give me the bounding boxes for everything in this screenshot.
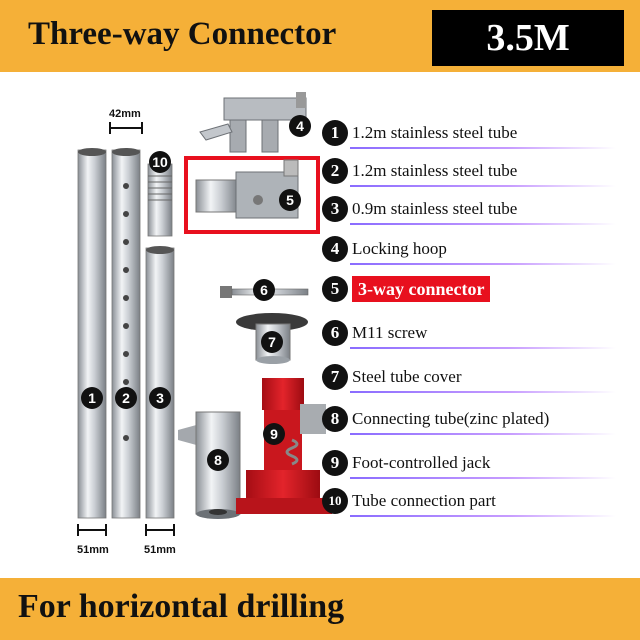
legend-label: 1.2m stainless steel tube [352,123,518,142]
three-way-connector [195,159,299,219]
legend-item-10: 10 Tube connection part [322,488,622,518]
legend-label: Tube connection part [352,491,496,510]
legend-label: Locking hoop [352,239,447,258]
steel-tube-cover [236,313,308,364]
badge-6: 6 [260,282,268,298]
legend-item-5: 5 3-way connector [322,276,622,306]
badge-5: 5 [286,192,294,208]
legend-underline [350,185,616,187]
legend-underline [350,477,616,479]
footer-caption: For horizontal drilling [18,588,345,625]
number-badges: 1 2 3 4 5 6 7 8 9 10 [81,115,311,471]
dim-label-top: 42mm [109,108,141,120]
badge-7: 7 [268,334,276,350]
legend-underline [350,391,616,393]
legend-num: 7 [322,364,348,390]
badge-4: 4 [296,118,304,134]
legend-num: 6 [322,320,348,346]
badge-8: 8 [214,452,222,468]
badge-10: 10 [152,154,168,170]
badge-3: 3 [156,390,164,406]
legend-item-8: 8 Connecting tube(zinc plated) [322,406,622,436]
locking-hoop [199,92,307,153]
legend-underline [350,515,616,517]
legend-label: Foot-controlled jack [352,453,491,472]
legend-num: 10 [322,488,348,514]
dim-label-bottom-left: 51mm [77,544,109,556]
legend-item-1: 1 1.2m stainless steel tube [322,120,622,150]
legend-underline [350,263,616,265]
legend-label: M11 screw [352,323,428,342]
tube-connection-part [147,163,173,237]
legend-num: 2 [322,158,348,184]
legend-label: 0.9m stainless steel tube [352,199,518,218]
legend-label: Steel tube cover [352,367,462,386]
legend-num: 1 [322,120,348,146]
legend-item-7: 7 Steel tube cover [322,364,622,394]
legend-label: Connecting tube(zinc plated) [352,409,550,428]
legend-num: 8 [322,406,348,432]
badge-9: 9 [270,426,278,442]
legend-underline [350,433,616,435]
legend-item-2: 2 1.2m stainless steel tube [322,158,622,188]
legend-num: 3 [322,196,348,222]
legend-item-6: 6 M11 screw [322,320,622,350]
foot-controlled-jack [236,378,332,514]
legend-label: 1.2m stainless steel tube [352,161,518,180]
legend-num: 5 [322,276,348,302]
legend-num: 4 [322,236,348,262]
tube-3 [145,246,175,519]
legend-item-3: 3 0.9m stainless steel tube [322,196,622,226]
tube-2 [111,148,141,519]
legend-underline [350,147,616,149]
size-badge: 3.5M [432,10,624,66]
dimension-top: 42mm [109,108,143,134]
page-title: Three-way Connector [28,16,337,52]
footer-banner [0,578,640,640]
legend-item-9: 9 Foot-controlled jack [322,450,622,480]
dim-label-bottom-right: 51mm [144,544,176,556]
legend-item-4: 4 Locking hoop [322,236,622,266]
dimension-bottom: 51mm 51mm [77,524,176,556]
badge-2: 2 [122,390,130,406]
legend-underline [350,223,616,225]
tube-1 [77,148,107,519]
legend-label-highlighted: 3-way connector [352,276,491,302]
badge-1: 1 [88,390,96,406]
legend-underline [350,347,616,349]
legend-num: 9 [322,450,348,476]
connector-highlight-frame [184,156,320,234]
